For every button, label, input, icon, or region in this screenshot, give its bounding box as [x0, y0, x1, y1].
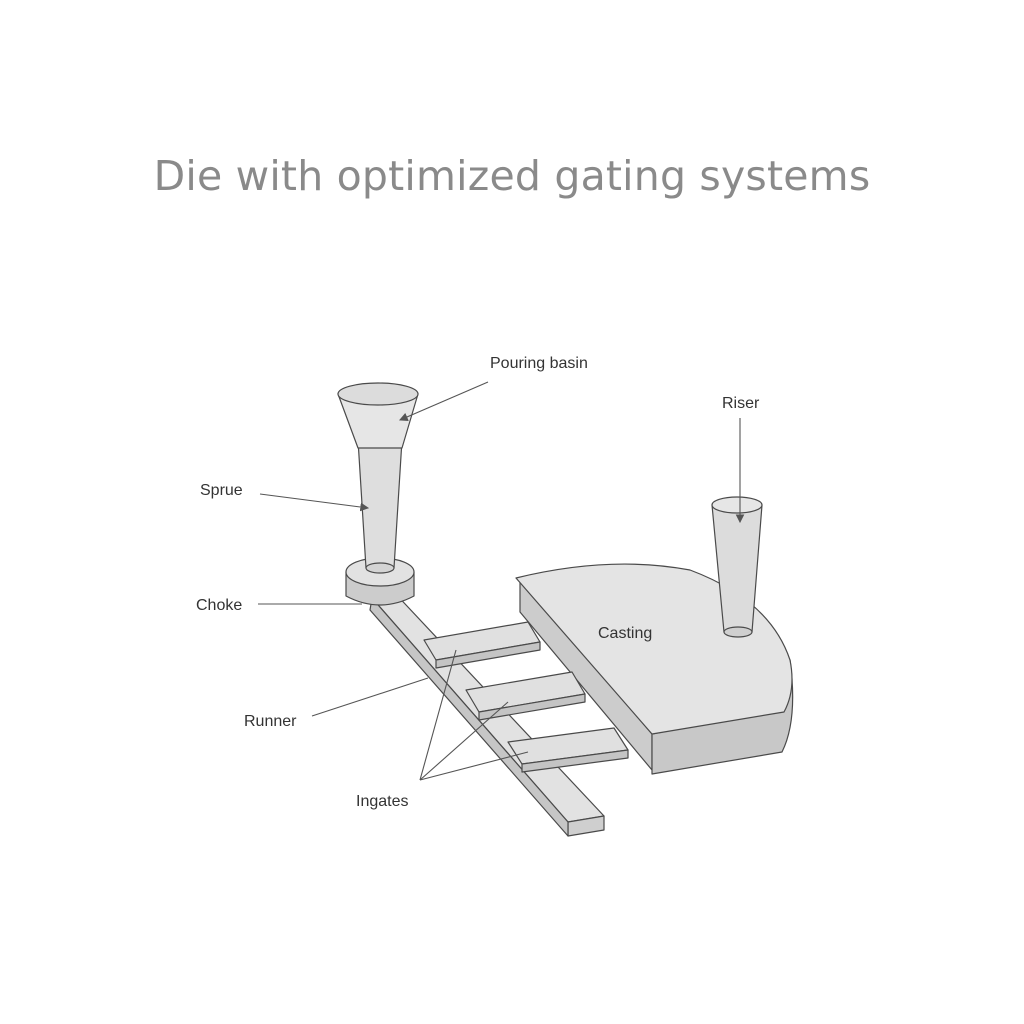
leader-sprue	[259, 493, 370, 512]
label-sprue: Sprue	[200, 482, 243, 499]
label-casting: Casting	[598, 625, 652, 642]
riser	[711, 496, 763, 638]
sprue	[357, 439, 403, 574]
label-riser: Riser	[722, 395, 760, 412]
label-pouring-basin: Pouring basin	[490, 355, 588, 372]
page-title: Die with optimized gating systems	[153, 152, 871, 200]
ingate-1	[423, 621, 541, 669]
label-runner: Runner	[244, 713, 297, 730]
choke-well	[345, 557, 415, 606]
leader-ingate-2	[419, 701, 509, 781]
leader-ingate-3	[419, 751, 529, 781]
ingate-2	[465, 671, 586, 721]
label-ingates: Ingates	[356, 793, 408, 810]
leader-ingate-1	[419, 649, 457, 781]
label-choke: Choke	[196, 597, 242, 614]
leader-pouring-basin	[398, 381, 489, 421]
pouring-basin	[337, 382, 419, 449]
ingate-3	[507, 727, 629, 773]
leader-runner	[311, 677, 429, 717]
